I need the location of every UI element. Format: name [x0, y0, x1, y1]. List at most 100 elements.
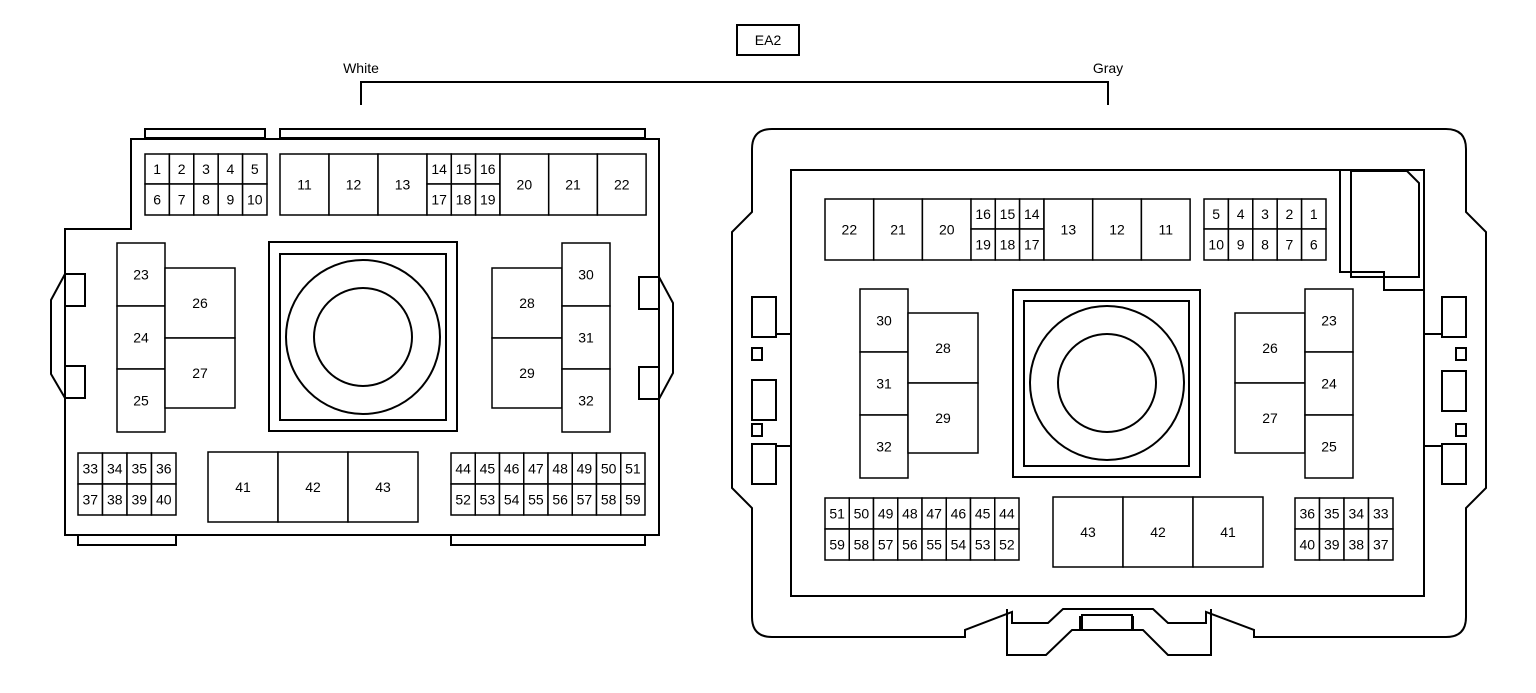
left-side-clip [50, 273, 66, 399]
right-cavity-label: 8 [1261, 237, 1269, 253]
right-cavity-label: 16 [975, 206, 991, 222]
right-cavity-label: 51 [829, 506, 845, 522]
left-cavity-30 [561, 242, 611, 307]
left-connector-body [50, 128, 674, 546]
right-side-guide [775, 445, 791, 484]
right-cavity-label: 42 [1150, 524, 1166, 540]
right-cavity-label: 20 [939, 222, 955, 238]
left-cavity-label: 39 [131, 492, 147, 508]
right-cavity-label: 3 [1261, 206, 1269, 222]
left-cavity-38 [101, 483, 128, 516]
right-side-notch [1455, 423, 1467, 437]
left-cavity-label: 15 [456, 161, 472, 177]
left-cavity-42 [277, 451, 349, 523]
right-cavity-label: 52 [999, 537, 1015, 553]
left-cavity-label: 7 [178, 192, 186, 208]
right-side-guide [1424, 445, 1443, 484]
right-cavity-label: 7 [1286, 237, 1294, 253]
right-cavity-19 [970, 228, 997, 261]
right-cavity-label: 49 [878, 506, 894, 522]
right-cavity-label: 12 [1109, 222, 1125, 238]
right-cavity-56 [897, 528, 923, 561]
left-cavity-label: 58 [601, 492, 617, 508]
right-bottom-tab [1081, 614, 1133, 631]
right-cavity-label: 10 [1208, 237, 1224, 253]
left-cavity-label: 14 [431, 161, 447, 177]
left-bottom-latch [450, 534, 646, 546]
right-center-housing [1012, 289, 1201, 478]
left-cavity-label: 10 [247, 192, 263, 208]
right-cavity-label: 45 [975, 506, 991, 522]
left-cavity-label: 48 [552, 461, 568, 477]
right-cavity-label: 47 [926, 506, 942, 522]
right-cavity-54 [945, 528, 972, 561]
right-cavity-5 [1203, 198, 1230, 230]
right-cavity-20 [921, 198, 972, 261]
right-cavity-label: 43 [1080, 524, 1096, 540]
right-cavity-42 [1122, 496, 1194, 568]
right-cavity-label: 28 [935, 340, 951, 356]
left-cavity-58 [595, 483, 622, 516]
right-cavity-label: 56 [902, 537, 918, 553]
right-cavity-59 [824, 528, 850, 561]
right-cavity-label: 4 [1237, 206, 1245, 222]
right-cavity-label: 11 [1158, 222, 1173, 238]
right-cavity-37 [1367, 528, 1394, 561]
right-side-guide [775, 297, 791, 335]
right-side-notch [751, 347, 763, 361]
right-side-tab [751, 443, 777, 485]
left-cavity-43 [347, 451, 419, 523]
left-side-tab [638, 366, 659, 400]
right-cavity-label: 31 [876, 376, 892, 392]
left-cavity-label: 8 [202, 192, 210, 208]
right-cavity-46 [945, 497, 972, 530]
right-cavity-33 [1367, 497, 1394, 530]
right-cavity-13 [1043, 198, 1094, 261]
left-cavity-40 [150, 483, 177, 516]
left-cavity-47 [523, 452, 549, 485]
left-cavity-label: 31 [578, 330, 594, 346]
right-side-tab [751, 379, 777, 421]
right-cavity-label: 14 [1024, 206, 1040, 222]
right-cavity-label: 15 [1000, 206, 1016, 222]
right-side-notch [1455, 347, 1467, 361]
left-cavity-label: 25 [133, 393, 149, 409]
right-cavity-23 [1304, 288, 1354, 353]
left-cavity-label: 52 [455, 492, 471, 508]
left-cavity-14 [426, 153, 453, 185]
right-cavity-label: 59 [829, 537, 845, 553]
left-cavity-label: 35 [131, 461, 147, 477]
left-cavity-label: 59 [625, 492, 641, 508]
left-cavity-label: 42 [305, 479, 321, 495]
right-cavity-label: 18 [1000, 237, 1016, 253]
bracket-line [360, 81, 1109, 105]
right-cavity-label: 24 [1321, 376, 1337, 392]
left-side-clip [658, 276, 674, 400]
right-cavity-1 [1300, 198, 1327, 230]
left-cavity-27 [164, 337, 236, 409]
right-cavity-label: 55 [926, 537, 942, 553]
left-cavity-23 [116, 242, 166, 307]
right-cavity-label: 25 [1321, 439, 1337, 455]
left-cavity-33 [77, 452, 104, 485]
right-cavity-label: 38 [1348, 537, 1364, 553]
right-cavity-label: 53 [975, 537, 991, 553]
left-cavity-label: 19 [480, 192, 496, 208]
left-cavity-label: 38 [107, 492, 123, 508]
left-cavity-label: 23 [133, 267, 149, 283]
right-center-stud-inner-ring [1057, 333, 1157, 433]
right-connector-body [731, 128, 1487, 656]
left-cavity-label: 26 [192, 295, 208, 311]
left-top-latch [279, 128, 646, 139]
right-cavity-9 [1227, 228, 1254, 261]
right-bottom-lock [1006, 609, 1081, 656]
left-cavity-label: 43 [375, 479, 391, 495]
right-cavity-label: 35 [1324, 506, 1340, 522]
left-cavity-label: 22 [614, 177, 630, 193]
left-center-housing [268, 241, 458, 432]
right-cavity-label: 33 [1373, 506, 1389, 522]
left-cavity-label: 46 [504, 461, 520, 477]
left-cavity-25 [116, 368, 166, 433]
left-cavity-label: 57 [577, 492, 593, 508]
